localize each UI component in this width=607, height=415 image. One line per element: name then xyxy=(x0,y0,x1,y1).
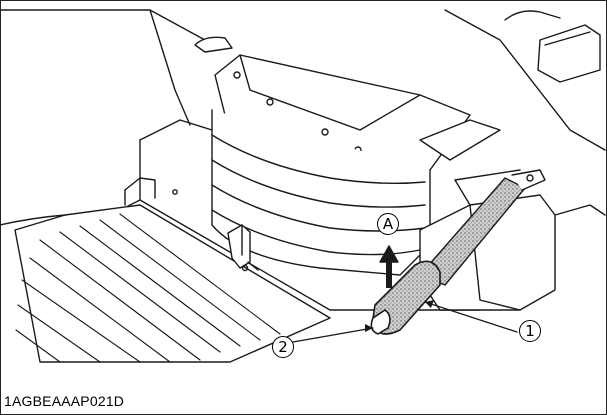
parking-brake-lever-shaft xyxy=(419,177,526,286)
seat-screw-1 xyxy=(233,71,241,79)
floor-mat-ribs xyxy=(15,213,281,363)
leader-line-2 xyxy=(292,327,374,343)
cab-column xyxy=(149,9,206,41)
callout-release-button: 2 xyxy=(272,336,294,358)
cab-wall-right xyxy=(444,9,606,151)
seat-screw-3 xyxy=(321,128,329,136)
direction-arrow-head xyxy=(379,245,399,263)
seat-bellows xyxy=(211,109,431,276)
cab-wall-left xyxy=(0,9,191,126)
hook-rail xyxy=(124,177,156,199)
release-button xyxy=(370,309,391,335)
fender-detail xyxy=(504,10,561,21)
figure-code: 1AGBEAAAP021D xyxy=(4,393,125,409)
leader-line-1 xyxy=(424,301,518,333)
seat-screw-2 xyxy=(266,98,274,106)
callout-direction-a: A xyxy=(377,213,399,235)
seat-grip-left xyxy=(194,36,233,53)
seat-side-lever xyxy=(419,119,501,161)
callout-lever: 1 xyxy=(519,320,541,342)
armrest-block xyxy=(537,24,601,83)
platform-top xyxy=(139,119,213,141)
